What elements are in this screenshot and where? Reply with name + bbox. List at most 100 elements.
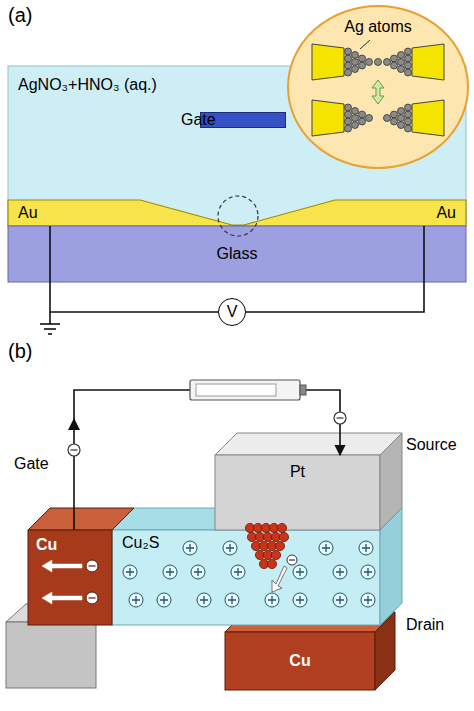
node-text: Au — [436, 204, 456, 222]
plus-sign — [132, 596, 140, 604]
cation-symbol — [265, 593, 279, 607]
atom — [352, 108, 359, 115]
tip-electrode — [412, 44, 444, 80]
plus-sign — [364, 568, 372, 576]
cation-circle — [197, 593, 211, 607]
tip-electrode — [412, 100, 444, 136]
electron-circle — [287, 555, 297, 565]
minus-sign — [289, 559, 295, 560]
plus-sign — [166, 568, 174, 576]
ion-group — [123, 541, 375, 607]
glass-substrate — [8, 226, 466, 282]
cation-symbol — [225, 593, 239, 607]
atom — [375, 59, 382, 66]
plus-sign — [296, 568, 304, 576]
cation-circle — [333, 593, 347, 607]
cation-circle — [265, 593, 279, 607]
atom — [345, 55, 352, 62]
atom — [345, 48, 352, 55]
cation-symbol — [197, 593, 211, 607]
node-text: Cu — [289, 652, 310, 670]
cation-circle — [129, 593, 143, 607]
panel-label: (a) — [8, 4, 32, 27]
plus-sign — [234, 568, 242, 576]
base-front — [6, 622, 96, 688]
cation-circle — [319, 541, 333, 555]
minus-sign — [89, 565, 96, 566]
atom — [391, 118, 398, 125]
plus-sign — [362, 544, 370, 552]
cation-circle — [157, 593, 171, 607]
plus-sign — [186, 544, 194, 552]
source-front — [215, 455, 380, 530]
battery-cap — [300, 385, 306, 395]
cation-symbol — [293, 593, 307, 607]
node-text: Cu₂S — [122, 534, 159, 552]
magnified-view: Ag atoms — [286, 4, 470, 170]
ground-lead — [49, 312, 51, 324]
cation-circle — [361, 565, 375, 579]
gate-front — [28, 530, 112, 625]
atom — [345, 62, 352, 69]
atom — [398, 59, 405, 66]
atom — [345, 104, 352, 111]
electrolyte-block: Cu₂S — [112, 530, 380, 625]
plus-sign — [322, 544, 330, 552]
cation-symbol — [129, 593, 143, 607]
switch-arrow — [372, 80, 384, 104]
cation-symbol — [183, 541, 197, 555]
deposition-arrow — [272, 566, 287, 592]
plus-sign — [200, 596, 208, 604]
atom — [352, 66, 359, 73]
electron-flow-arrow — [42, 560, 82, 572]
plus-sign — [296, 596, 304, 604]
atom — [352, 59, 359, 66]
atom — [405, 125, 412, 132]
atom — [405, 48, 412, 55]
plus-sign — [336, 568, 344, 576]
plus-sign — [226, 544, 234, 552]
minus-sign — [89, 597, 96, 598]
gold-electrode: Au — [335, 200, 466, 226]
drain-block: Cu — [225, 632, 375, 690]
atom — [352, 115, 359, 122]
cation-circle — [191, 565, 205, 579]
metal-atom — [271, 550, 280, 559]
current-arrow — [68, 418, 80, 430]
cation-circle — [223, 541, 237, 555]
plus-sign — [126, 568, 134, 576]
source-block: Pt — [215, 455, 380, 530]
cation-symbol — [361, 565, 375, 579]
atom — [405, 69, 412, 76]
plus-sign — [336, 596, 344, 604]
atom — [391, 55, 398, 62]
cation-symbol — [359, 541, 373, 555]
node-text: Pt — [290, 463, 305, 481]
cation-circle — [361, 593, 375, 607]
electron-circle — [86, 592, 98, 604]
terminal-label: Source — [406, 436, 457, 454]
cation-symbol — [123, 565, 137, 579]
cation-circle — [293, 565, 307, 579]
junction-highlight — [218, 196, 258, 236]
plus-sign — [364, 596, 372, 604]
atom — [384, 59, 391, 66]
drain-front — [225, 632, 375, 690]
plus-sign — [160, 596, 168, 604]
node-text: AgNO₃+HNO₃ (aq.) — [18, 76, 157, 94]
atom — [405, 55, 412, 62]
atom — [366, 115, 373, 122]
cation-circle — [333, 565, 347, 579]
node-text: Glass — [217, 245, 258, 263]
atom — [366, 59, 373, 66]
gate-block: Cu — [28, 530, 112, 625]
cation-symbol — [293, 565, 307, 579]
atom — [345, 111, 352, 118]
cation-symbol — [333, 593, 347, 607]
atom — [352, 122, 359, 129]
atom — [398, 52, 405, 59]
atom — [391, 111, 398, 118]
tip-electrode — [312, 100, 344, 136]
cation-circle — [163, 565, 177, 579]
